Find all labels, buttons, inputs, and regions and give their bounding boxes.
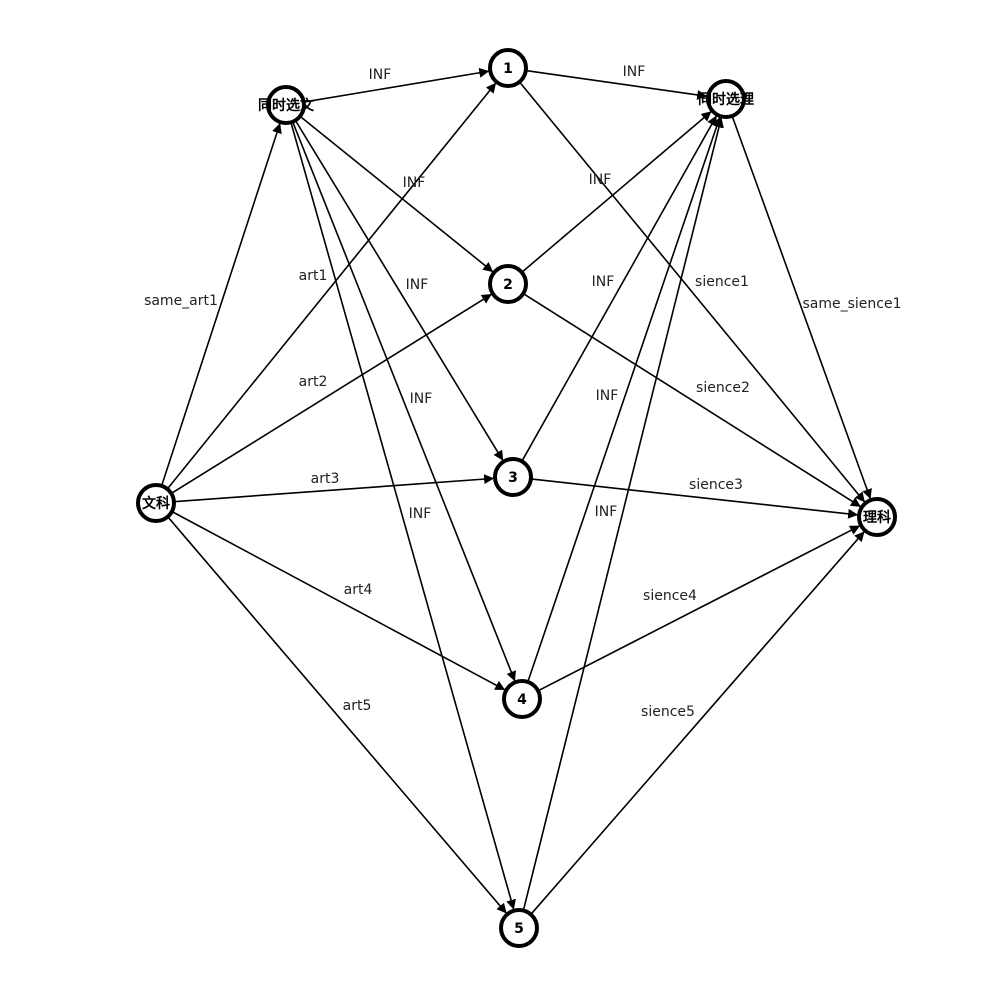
edge-both_art-to-n5 [290, 122, 516, 910]
edge-label-wenke-to-n3: art3 [311, 471, 340, 487]
edge-n2-to-like [522, 292, 862, 508]
edge-n3-to-both_sci [521, 115, 718, 462]
edge-n1-to-like [518, 81, 866, 503]
edge-both_art-to-n4 [291, 121, 516, 682]
edge-label-wenke-to-n5: art5 [343, 698, 372, 714]
edge-n5-to-like [530, 530, 866, 915]
edge-label-n3-to-like: sience3 [689, 477, 743, 493]
node-label-n3: 3 [508, 470, 518, 486]
node-circle-n3 [493, 457, 533, 497]
edge-label-n1-to-like: sience1 [695, 274, 749, 290]
edge-label-n5-to-both_sci: INF [595, 504, 618, 520]
edge-wenke-to-both_art [160, 122, 282, 487]
edge-label-wenke-to-both_art: same_art1 [144, 293, 218, 309]
node-circle-both_art [266, 85, 306, 125]
node-label-n2: 2 [503, 277, 513, 293]
edge-label-wenke-to-n2: art2 [299, 374, 328, 390]
edge-label-n4-to-like: sience4 [643, 588, 697, 604]
edge-label-both_art-to-n3: INF [406, 277, 429, 293]
edge-wenke-to-n3 [173, 474, 495, 503]
node-label-n5: 5 [514, 921, 524, 937]
node-circle-n4 [502, 679, 542, 719]
edge-n1-to-both_sci [525, 69, 708, 100]
node-circle-n5 [499, 908, 539, 948]
node-n3: 3 [493, 457, 533, 497]
edge-labels-layer: same_art1 art1 art2 art3 art4 art5 INF INF INF IN… [144, 64, 901, 720]
edge-n5-to-both_sci [522, 117, 724, 911]
node-label-n4: 4 [517, 692, 527, 708]
node-label-both_sci: 同时选理 [698, 91, 754, 108]
node-n5: 5 [499, 908, 539, 948]
edge-label-n2-to-both_sci: INF [589, 172, 612, 188]
edge-both_art-to-n1 [303, 67, 490, 103]
edge-both_art-to-n2 [299, 115, 494, 273]
node-label-wenke: 文科 [142, 495, 170, 512]
edge-n2-to-both_sci [521, 110, 713, 273]
node-circle-n1 [488, 48, 528, 88]
node-label-both_art: 同时选文 [258, 97, 315, 114]
edge-label-n1-to-both_sci: INF [623, 64, 646, 80]
edge-both_art-to-n3 [294, 119, 504, 462]
edge-label-both_art-to-n4: INF [410, 391, 433, 407]
node-both_sci: 同时选理 [698, 79, 754, 119]
edge-label-n3-to-both_sci: INF [592, 274, 615, 290]
node-label-like: 理科 [863, 509, 891, 526]
edge-wenke-to-n4 [171, 510, 506, 691]
edge-label-both_art-to-n5: INF [409, 506, 432, 522]
node-circle-wenke [136, 483, 176, 523]
edge-label-n2-to-like: sience2 [696, 380, 750, 396]
edge-n4-to-like [537, 524, 861, 692]
node-both_art: 同时选文 [258, 85, 315, 125]
edge-label-n5-to-like: sience5 [641, 704, 695, 720]
node-wenke: 文科 [136, 483, 176, 523]
edge-both_sci-to-like [731, 115, 872, 500]
node-n4: 4 [502, 679, 542, 719]
edge-label-both_art-to-n1: INF [369, 67, 392, 83]
node-circle-both_sci [706, 79, 746, 119]
node-circle-n2 [488, 264, 528, 304]
edge-label-both_art-to-n2: INF [403, 175, 426, 191]
edge-label-n4-to-both_sci: INF [596, 388, 619, 404]
edge-n3-to-like [530, 478, 859, 519]
node-circle-like [857, 497, 897, 537]
edge-n4-to-both_sci [527, 116, 722, 683]
node-like: 理科 [857, 497, 897, 537]
edge-label-wenke-to-n1: art1 [299, 268, 328, 284]
node-label-n1: 1 [503, 61, 513, 77]
node-n2: 2 [488, 264, 528, 304]
node-n1: 1 [488, 48, 528, 88]
edge-label-both_sci-to-like: same_sience1 [802, 296, 901, 312]
edge-wenke-to-n5 [167, 516, 508, 915]
edges-layer [160, 67, 872, 915]
edge-label-wenke-to-n4: art4 [344, 582, 373, 598]
edge-wenke-to-n2 [170, 293, 493, 495]
edge-wenke-to-n1 [166, 82, 497, 490]
